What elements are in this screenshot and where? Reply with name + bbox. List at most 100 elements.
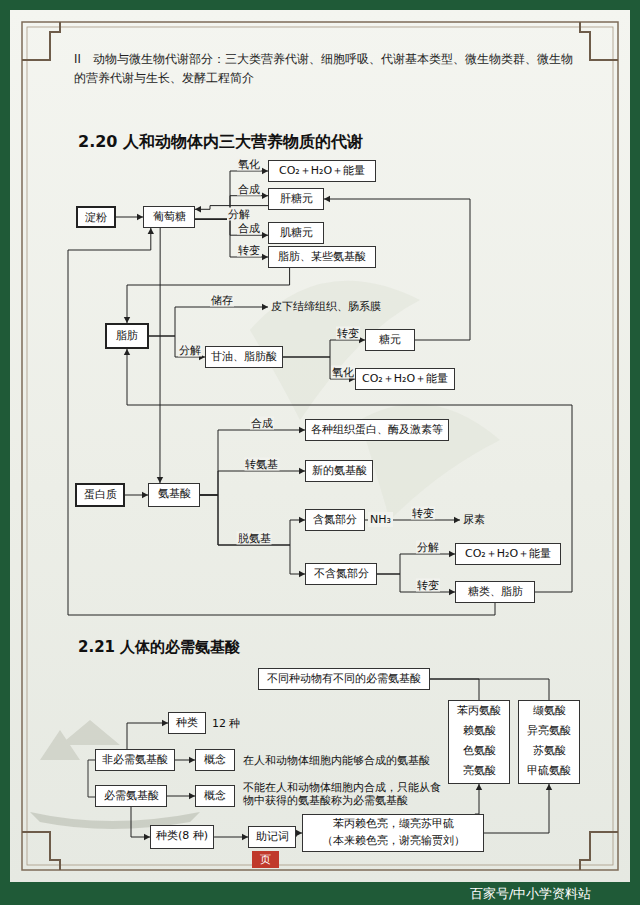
- connector-line: [195, 171, 268, 219]
- edge-label: 脱氨基: [237, 532, 272, 545]
- process-box: 缬氨酸异亮氨酸苏氨酸甲硫氨酸: [518, 700, 580, 784]
- box-text: 甲硫氨酸: [524, 761, 574, 781]
- box-text: 含氮部分: [311, 510, 359, 530]
- box-text: 糖元: [371, 330, 409, 350]
- arrow-head: [324, 196, 330, 202]
- text-node: 尿素: [460, 509, 500, 531]
- process-box: 甘油、脂肪酸: [205, 346, 283, 368]
- connector-line: [200, 471, 305, 495]
- process-box: 苯丙氨酸赖氨酸色氨酸亮氨酸: [448, 700, 510, 784]
- box-text: CO₂＋H₂O＋能量: [274, 161, 370, 181]
- process-box: 概念: [195, 749, 235, 771]
- process-box: CO₂＋H₂O＋能量: [355, 368, 455, 390]
- edge-label: 氧化: [331, 366, 355, 379]
- box-text: 氨基酸: [154, 484, 194, 504]
- box-text: 缬氨酸: [524, 701, 574, 721]
- process-box: 糖类、脂肪: [455, 581, 535, 603]
- note-text: 在人和动物体细胞内能够合成的氨基酸: [243, 753, 430, 768]
- connector-line: [324, 199, 470, 340]
- connector-line: [68, 228, 495, 615]
- connector: [200, 495, 305, 545]
- edge-label: 储存: [210, 294, 234, 307]
- process-box: 非必需氨基酸: [95, 749, 175, 771]
- box-text: 各种组织蛋白、酶及激素等: [311, 420, 443, 440]
- section-title: 2.20 人和动物体内三大营养物质的代谢: [78, 134, 363, 149]
- connector-line: [127, 268, 290, 323]
- arrow-head: [148, 228, 154, 234]
- connector-line: [195, 219, 268, 257]
- connector: [200, 427, 305, 495]
- connector: [125, 492, 148, 498]
- connector: [200, 468, 305, 495]
- connector-line: [283, 357, 355, 379]
- process-box: 糖元: [365, 329, 415, 351]
- note-text: 12 种: [212, 716, 241, 731]
- connector-line: [127, 349, 572, 592]
- connector: [475, 784, 482, 814]
- process-box: 脂肪、某些氨基酸: [268, 246, 376, 268]
- section-heading: 2.21 人体的必需氨基酸: [78, 640, 240, 655]
- process-box: 肝糖元: [268, 188, 324, 210]
- connector: [124, 349, 572, 592]
- box-text: 苏氨酸: [524, 741, 574, 761]
- process-box: 新的氨基酸: [305, 460, 373, 482]
- edge-label: 转变: [411, 507, 435, 520]
- box-text: 必需氨基酸: [101, 786, 161, 806]
- arrow-head: [124, 349, 130, 355]
- process-box: 必需氨基酸: [95, 785, 167, 807]
- box-text: CO₂＋H₂O＋能量: [461, 544, 555, 564]
- process-box: 肌糖元: [268, 222, 324, 244]
- connector: [214, 834, 248, 840]
- box-text: 种类: [174, 713, 200, 733]
- box-text: 概念: [201, 750, 229, 770]
- box-text: 尿素: [463, 510, 497, 530]
- box-text: 概念: [201, 786, 229, 806]
- connector: [116, 214, 143, 220]
- connector-line: [149, 307, 268, 336]
- arrow-head: [546, 784, 552, 790]
- process-box: 淀粉: [76, 206, 116, 228]
- box-text: 蛋白质: [82, 485, 118, 505]
- box-text: 肝糖元: [274, 189, 318, 209]
- connector-line: [484, 784, 549, 833]
- connector-line: [159, 228, 160, 483]
- box-text: 异亮氨酸: [524, 721, 574, 741]
- edge-label: 转变: [416, 579, 440, 592]
- process-box: 葡萄糖: [143, 206, 195, 228]
- process-box: 不同种动物有不同的必需氨基酸: [258, 668, 430, 690]
- connector: [200, 495, 305, 577]
- edge-label: 分解: [178, 344, 202, 357]
- box-text: 不含氮部分: [311, 564, 371, 584]
- process-box: 种类(8 种): [150, 825, 214, 849]
- connector-line: [127, 723, 168, 749]
- box-text: 淀粉: [83, 208, 109, 228]
- connector: [377, 574, 455, 595]
- box-text: （本来赖色亮，谢亮输贾刘）: [308, 832, 478, 849]
- box-text: 苯丙赖色亮，缬亮苏甲硫: [308, 815, 478, 832]
- process-box: CO₂＋H₂O＋能量: [268, 160, 376, 182]
- edge-label: 分解: [227, 207, 251, 220]
- process-box: 种类: [168, 712, 206, 734]
- connector: [195, 168, 268, 219]
- process-box: 各种组织蛋白、酶及激素等: [305, 419, 449, 441]
- box-text: 脂肪: [112, 325, 142, 347]
- connector-line: [377, 554, 455, 574]
- edge-label: 合成: [237, 182, 261, 195]
- box-text: 葡萄糖: [149, 207, 189, 227]
- box-text: 肌糖元: [274, 223, 318, 243]
- process-box: 氨基酸: [148, 483, 200, 507]
- connector-line: [200, 495, 305, 545]
- connector: [167, 793, 195, 799]
- box-text: 不同种动物有不同的必需氨基酸: [264, 669, 424, 689]
- arrow-head: [195, 206, 201, 212]
- note-text: NH₃: [368, 512, 393, 527]
- box-text: 种类(8 种): [156, 826, 208, 846]
- arrow-head: [454, 517, 460, 523]
- connector: [195, 219, 268, 238]
- connector: [484, 784, 552, 833]
- connector: [127, 720, 168, 749]
- edge-label: 合成: [250, 417, 274, 430]
- connector-line: [200, 495, 305, 574]
- connector: [430, 679, 479, 700]
